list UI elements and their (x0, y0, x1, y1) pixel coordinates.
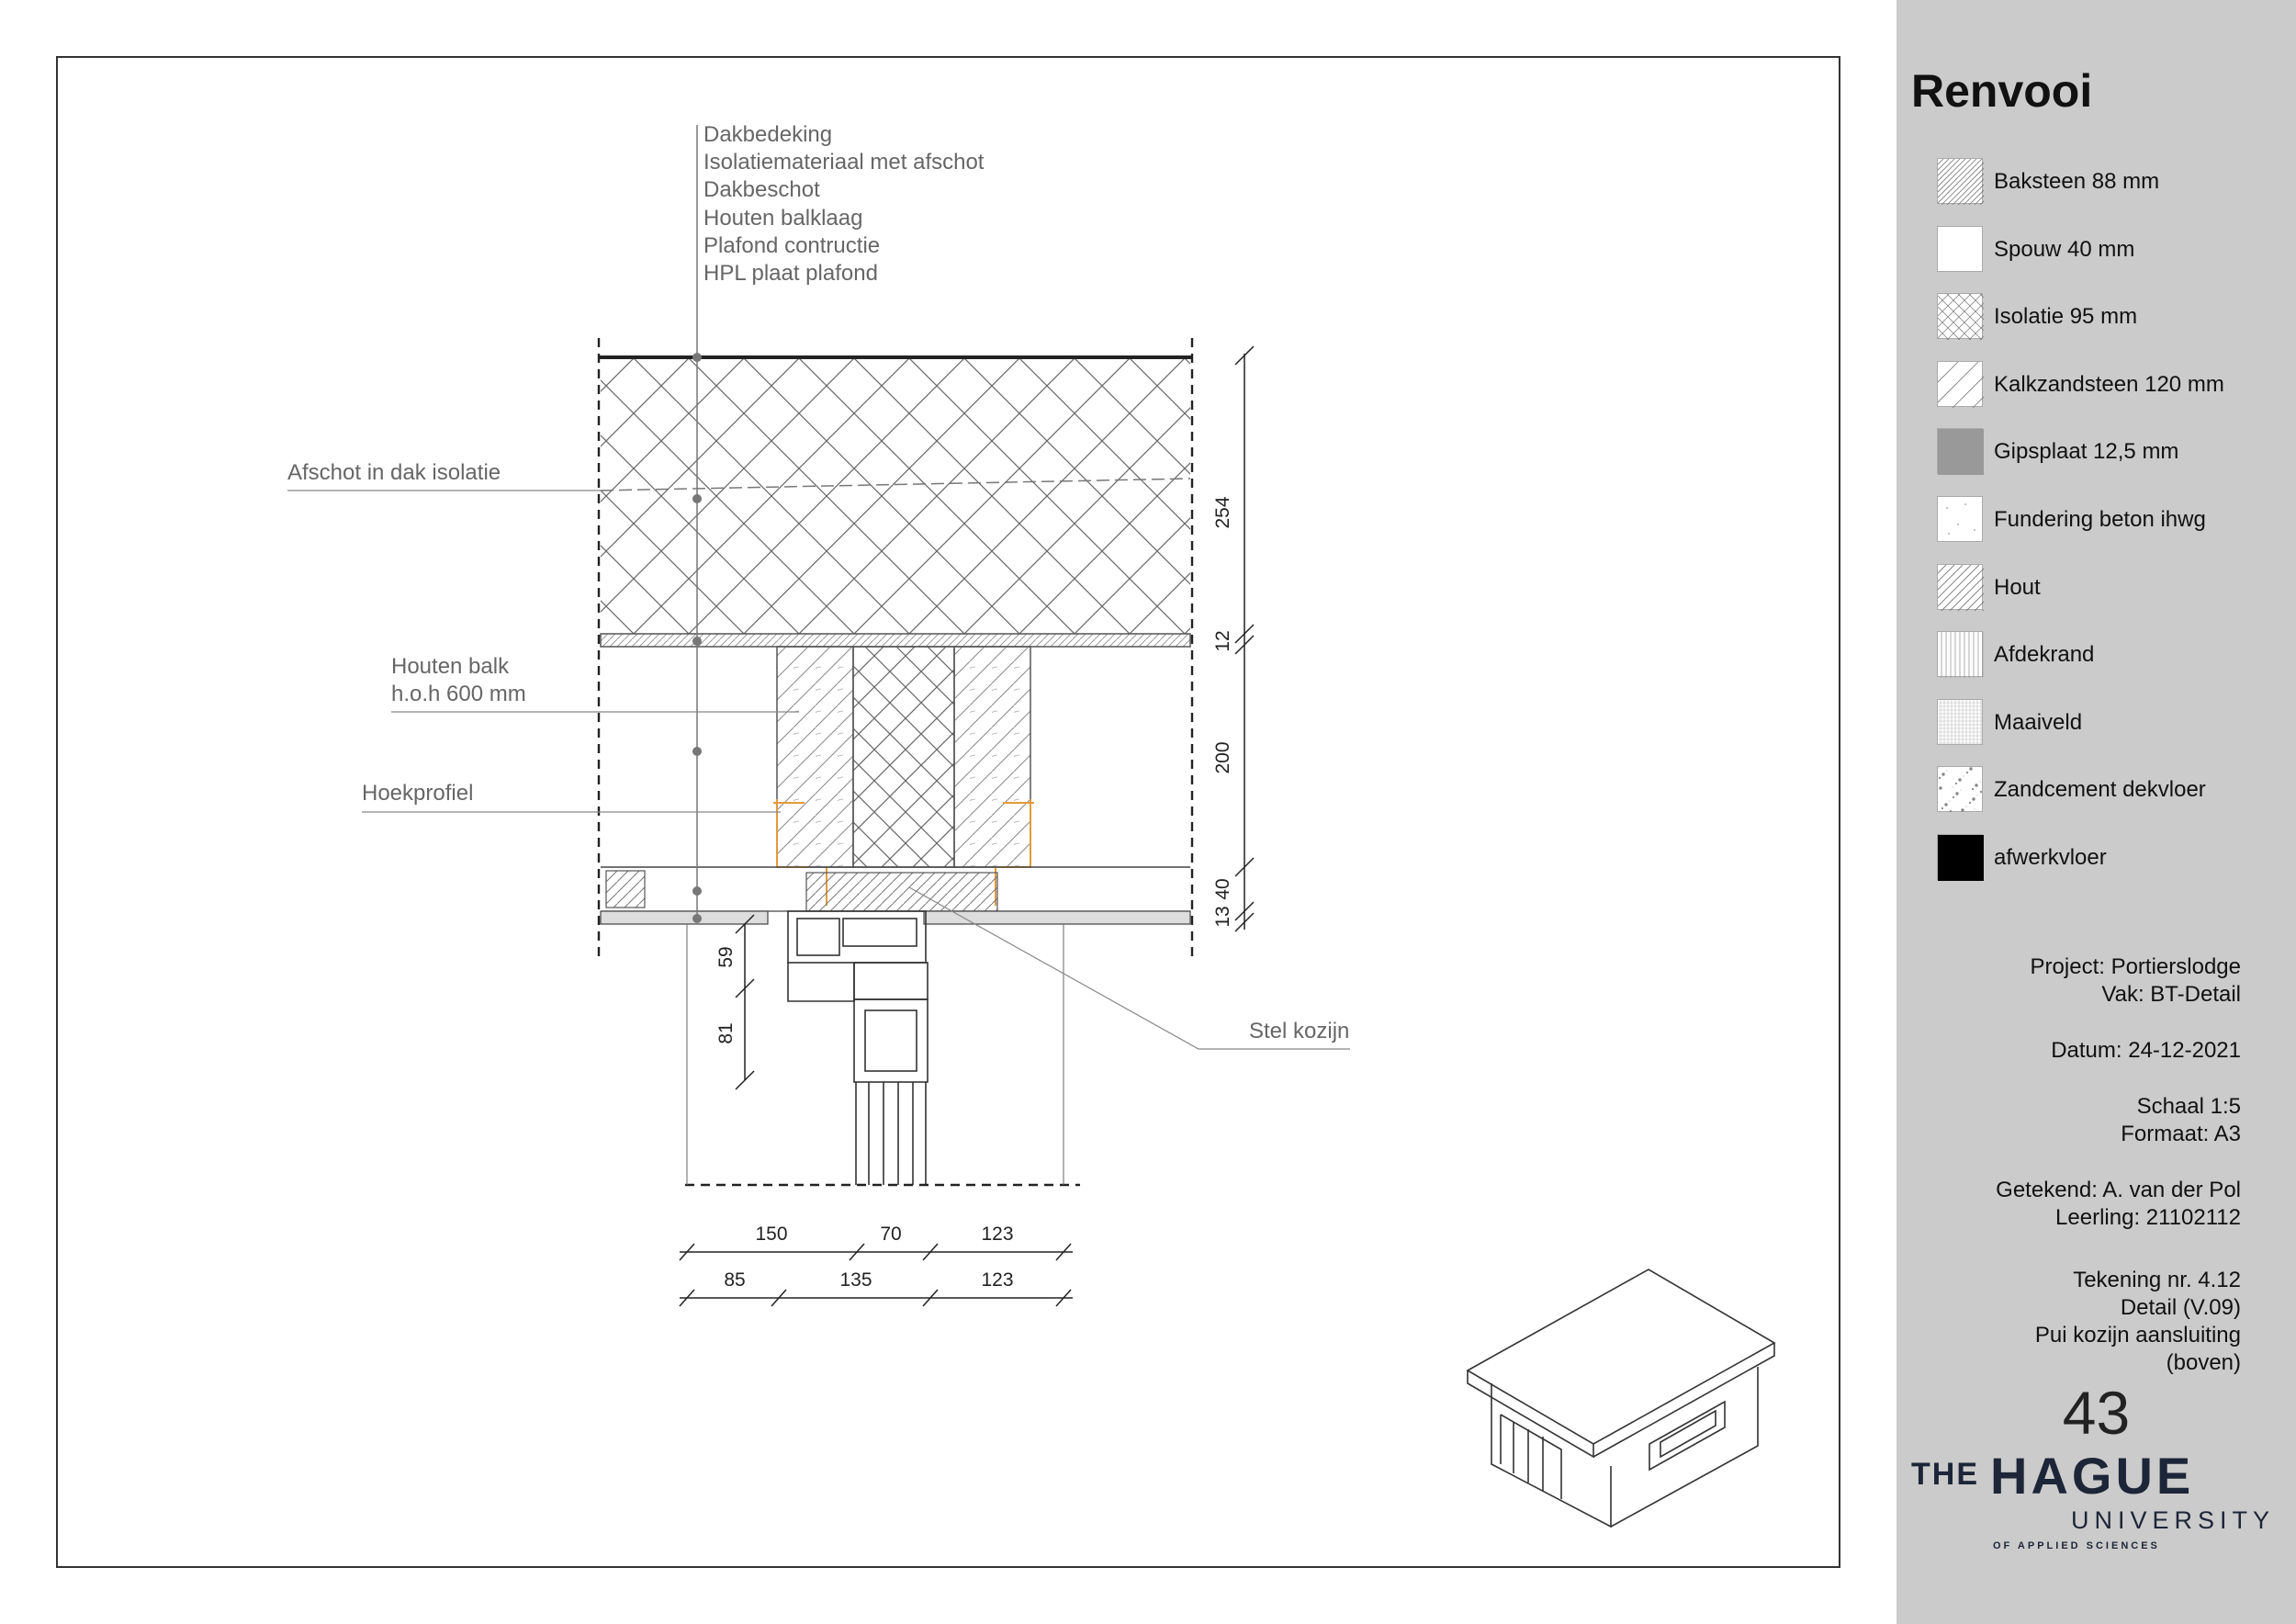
callout-hoekprofiel: Hoekprofiel (362, 781, 473, 806)
legend-swatch (1937, 158, 1984, 205)
ceiling-batten-left (605, 870, 646, 908)
roof-insulation (601, 357, 1190, 634)
isometric-building-sketch (1466, 1269, 1776, 1528)
legend-label: Fundering beton ihwg (1994, 507, 2206, 532)
legend-swatch (1937, 766, 1983, 813)
legend-label: Afdekrand (1994, 642, 2095, 667)
dim-right (1234, 345, 1255, 932)
legend-swatch (1937, 428, 1984, 475)
layer-label-isolatie: Isolatiemateriaal met afschot (703, 150, 985, 175)
dim-13: 13 (1212, 906, 1233, 927)
legend-label: Zandcement dekvloer (1994, 777, 2206, 802)
dim-bottom (679, 1243, 1073, 1307)
legend-swatch (1937, 226, 1983, 272)
hpl-ceiling-left (600, 910, 769, 925)
slope-line (600, 478, 1191, 491)
logo-hague: HAGUE (1990, 1447, 2195, 1505)
callout-afschot: Afschot in dak isolatie (287, 460, 501, 485)
legend-label: Kalkzandsteen 120 mm (1994, 372, 2224, 397)
legend-swatch (1937, 361, 1984, 408)
layer-leader-dots (692, 353, 702, 923)
construction-detail-drawing: Dakbedeking Isolatiemateriaal met afscho… (287, 122, 1776, 1528)
callout-balk-1: Houten balk (391, 654, 510, 679)
dim-81: 81 (715, 1022, 737, 1043)
legend-swatch (1937, 834, 1984, 881)
project-text: Project: Portierslodge (2030, 954, 2241, 979)
layer-label-dakbedeking: Dakbedeking (703, 122, 832, 147)
legend-label: Isolatie 95 mm (1994, 304, 2138, 329)
layer-label-dakbeschot: Dakbeschot (703, 177, 820, 202)
legend-label: Maaiveld (1994, 710, 2083, 735)
legend-swatch (1937, 631, 1984, 678)
legend-label: Hout (1994, 575, 2041, 600)
legend-label: Baksteen 88 mm (1994, 169, 2160, 194)
legend-label: Spouw 40 mm (1994, 237, 2135, 262)
legend-swatch (1937, 293, 1984, 340)
callout-stel-kozijn: Stel kozijn (1249, 1019, 1349, 1043)
dim-254: 254 (1212, 496, 1233, 528)
detail-text: Detail (V.09) (2120, 1295, 2241, 1320)
dim-40: 40 (1212, 878, 1233, 899)
vak-text: Vak: BT-Detail (2101, 982, 2241, 1007)
legend-swatch (1937, 564, 1984, 611)
frame-lintel (805, 872, 998, 912)
cut-lines (597, 338, 1194, 1187)
hpl-ceiling-right (923, 910, 1191, 925)
dim-123a: 123 (981, 1224, 1013, 1245)
leerling-text: Leerling: 21102112 (2055, 1205, 2241, 1230)
dim-59: 59 (715, 946, 737, 967)
beam-left (776, 646, 854, 868)
layer-label-plafond: Plafond contructie (703, 233, 880, 258)
schaal-text: Schaal 1:5 (2136, 1094, 2241, 1119)
legend-swatch (1937, 699, 1984, 746)
layer-label-hpl: HPL plaat plafond (703, 261, 878, 286)
roof-deck (600, 633, 1191, 648)
omschrijving-text: Pui kozijn aansluiting (2034, 1323, 2241, 1348)
dim-123b: 123 (981, 1269, 1013, 1291)
layer-label-balklaag: Houten balklaag (703, 206, 862, 231)
legend-title: Renvooi (1911, 65, 2093, 117)
legend-label: Gipsplaat 12,5 mm (1994, 439, 2179, 464)
dim-150: 150 (755, 1224, 787, 1245)
drawing-frame (56, 56, 1840, 1568)
legend-label: afwerkvloer (1994, 845, 2107, 870)
sheet-number: 43 (2062, 1379, 2131, 1447)
getekend-text: Getekend: A. van der Pol (1996, 1178, 2241, 1202)
logo-applied-sciences: OF APPLIED SCIENCES (1993, 1540, 2160, 1551)
beam-center (852, 646, 955, 868)
logo-the: THE (1911, 1457, 1979, 1492)
dim-70: 70 (880, 1224, 901, 1245)
legend-swatch (1937, 496, 1983, 542)
beam-right (953, 646, 1031, 868)
window-frame-profile (787, 910, 929, 1185)
title-block-sidebar: Renvooi Baksteen 88 mm Spouw 40 mm Isolati… (1896, 0, 2296, 1624)
dim-left (735, 914, 755, 1090)
dim-200: 200 (1212, 741, 1233, 773)
dim-12: 12 (1212, 630, 1233, 651)
tekening-nr-text: Tekening nr. 4.12 (2073, 1268, 2241, 1292)
dim-85: 85 (724, 1269, 745, 1291)
datum-text: Datum: 24-12-2021 (2051, 1038, 2241, 1063)
logo-university: UNIVERSITY (2071, 1506, 2276, 1534)
dim-135: 135 (839, 1269, 872, 1291)
positie-text: (boven) (2166, 1350, 2241, 1375)
callout-balk-2: h.o.h 600 mm (391, 682, 526, 706)
formaat-text: Formaat: A3 (2121, 1122, 2241, 1146)
